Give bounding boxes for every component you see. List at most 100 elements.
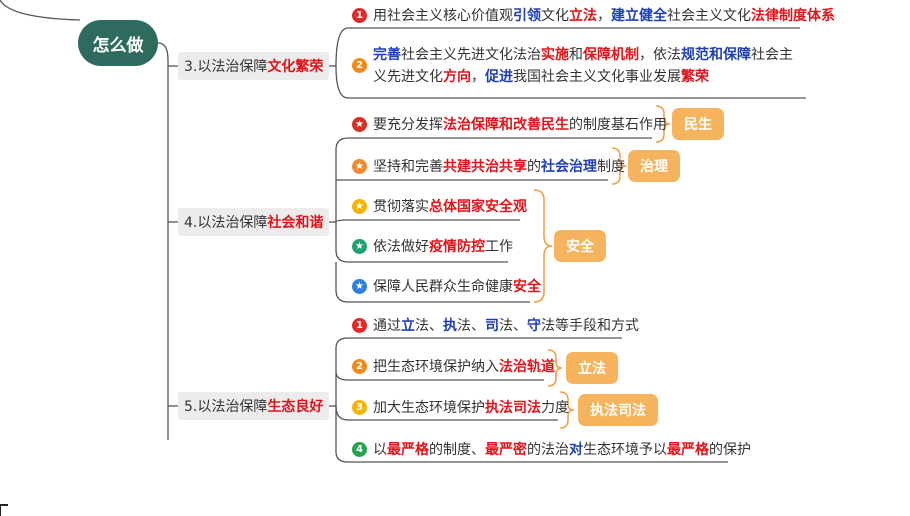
plain-text: 坚持和完善 <box>373 159 443 175</box>
leaf-text: 依法做好疫情防控工作 <box>373 236 513 258</box>
number-2-icon: 2 <box>352 58 367 73</box>
plain-text: 依法做好 <box>373 239 429 255</box>
plain-text: 通过 <box>373 318 401 334</box>
leaf-text: 以最严格的制度、最严密的法治对生态环境予以最严格的保护 <box>373 439 751 461</box>
red-emphasis-text: 实施 <box>541 47 569 63</box>
plain-text: 生态环境予以 <box>583 442 667 458</box>
red-emphasis-text: 法治轨道 <box>499 359 555 375</box>
star-icon: ★ <box>352 199 367 214</box>
plain-text: 法、 <box>457 318 485 334</box>
red-emphasis-text: 立法 <box>569 8 597 24</box>
tag-lifa[interactable]: 立法 <box>566 352 618 384</box>
tag-label: 立法 <box>578 361 606 377</box>
leaf-ecology-2[interactable]: 2 把生态环境保护纳入法治轨道 <box>352 356 555 378</box>
plain-text: 的保护 <box>709 442 751 458</box>
leaf-culture-1[interactable]: 1 用社会主义核心价值观引领文化立法，建立健全社会主义文化法律制度体系 <box>352 5 835 27</box>
blue-emphasis-text: 司 <box>485 318 499 334</box>
tag-label: 安全 <box>566 239 594 255</box>
topic-society-prefix: 4.以法治保障 <box>184 215 268 231</box>
star-icon: ★ <box>352 239 367 254</box>
red-emphasis-text: 法律制度体系 <box>751 8 835 24</box>
tag-minsheng[interactable]: 民生 <box>672 108 724 140</box>
leaf-culture-2[interactable]: 2 完善社会主义先进文化法治实施和保障机制，依法规范和保障社会主义先进文化方向，… <box>352 44 804 88</box>
leaf-text: 完善社会主义先进文化法治实施和保障机制，依法规范和保障社会主义先进文化方向，促进… <box>373 44 804 88</box>
blue-emphasis-text: 建立健全 <box>611 8 667 24</box>
blue-emphasis-text: 执 <box>443 318 457 334</box>
topic-ecology[interactable]: 5.以法治保障生态良好 <box>178 392 330 420</box>
tag-label: 民生 <box>684 117 712 133</box>
tag-label: 治理 <box>640 159 668 175</box>
number-2-icon: 2 <box>352 359 367 374</box>
topic-society[interactable]: 4.以法治保障社会和谐 <box>178 208 330 236</box>
plain-text: 用社会主义核心价值观 <box>373 8 513 24</box>
plain-text: 的制度基石作用 <box>569 117 667 133</box>
plain-text: 社会主义文化 <box>667 8 751 24</box>
tag-label: 执法司法 <box>590 403 646 419</box>
blue-emphasis-text: 立 <box>401 318 415 334</box>
number-1-icon: 1 <box>352 318 367 333</box>
topic-society-em: 社会和谐 <box>267 215 324 231</box>
plain-text: ，依法 <box>639 47 681 63</box>
leaf-society-3[interactable]: ★ 贯彻落实总体国家安全观 <box>352 196 527 218</box>
leaf-ecology-3[interactable]: 3 加大生态环境保护执法司法力度 <box>352 397 569 419</box>
star-icon: ★ <box>352 159 367 174</box>
plain-text: 的法治 <box>527 442 569 458</box>
plain-text: 社会主义先进文化法治 <box>401 47 541 63</box>
leaf-society-4[interactable]: ★ 依法做好疫情防控工作 <box>352 236 513 258</box>
red-emphasis-text: 最严格 <box>667 442 709 458</box>
leaf-text: 通过立法、执法、司法、守法等手段和方式 <box>373 315 639 337</box>
plain-text: 要充分发挥 <box>373 117 443 133</box>
tag-zhifa-sifa[interactable]: 执法司法 <box>578 394 658 426</box>
leaf-ecology-4[interactable]: 4 以最严格的制度、最严密的法治对生态环境予以最严格的保护 <box>352 439 751 461</box>
blue-emphasis-text: 守 <box>527 318 541 334</box>
red-emphasis-text: 繁荣 <box>681 69 709 85</box>
leaf-text: 要充分发挥法治保障和改善民生的制度基石作用 <box>373 114 667 136</box>
root-node[interactable]: 怎么做 <box>78 20 158 66</box>
star-icon: ★ <box>352 117 367 132</box>
leaf-text: 加大生态环境保护执法司法力度 <box>373 397 569 419</box>
blue-emphasis-text: 促进 <box>485 69 513 85</box>
topic-culture[interactable]: 3.以法治保障文化繁荣 <box>178 52 330 80</box>
plain-text: ， <box>471 69 485 85</box>
plain-text: 保障人民群众生命健康 <box>373 279 513 295</box>
plain-text: 法、 <box>415 318 443 334</box>
plain-text: 制度 <box>597 159 625 175</box>
topic-ecology-em: 生态良好 <box>267 399 324 415</box>
leaf-text: 用社会主义核心价值观引领文化立法，建立健全社会主义文化法律制度体系 <box>373 5 835 27</box>
leaf-ecology-1[interactable]: 1 通过立法、执法、司法、守法等手段和方式 <box>352 315 639 337</box>
tag-anquan[interactable]: 安全 <box>554 230 606 262</box>
plain-text: 的 <box>527 159 541 175</box>
plain-text: 以 <box>373 442 387 458</box>
leaf-text: 坚持和完善共建共治共享的社会治理制度 <box>373 156 625 178</box>
red-emphasis-text: 最严密 <box>485 442 527 458</box>
red-emphasis-text: 共建共治共享 <box>443 159 527 175</box>
topic-ecology-prefix: 5.以法治保障 <box>184 399 268 415</box>
red-emphasis-text: 疫情防控 <box>429 239 485 255</box>
leaf-text: 贯彻落实总体国家安全观 <box>373 196 527 218</box>
blue-emphasis-text: 规范和保障 <box>681 47 751 63</box>
tag-zhili[interactable]: 治理 <box>628 150 680 182</box>
red-emphasis-text: 总体国家安全观 <box>429 199 527 215</box>
plain-text: 我国社会主义文化事业发展 <box>513 69 681 85</box>
leaf-society-1[interactable]: ★ 要充分发挥法治保障和改善民生的制度基石作用 <box>352 114 667 136</box>
topic-culture-prefix: 3.以法治保障 <box>184 59 268 75</box>
plain-text: 文化 <box>541 8 569 24</box>
plain-text: 的制度、 <box>429 442 485 458</box>
red-emphasis-text: 法治保障和改善民生 <box>443 117 569 133</box>
red-emphasis-text: 安全 <box>513 279 541 295</box>
plain-text: ， <box>597 8 611 24</box>
number-4-icon: 4 <box>352 442 367 457</box>
blue-emphasis-text: 引领 <box>513 8 541 24</box>
plain-text: 法等手段和方式 <box>541 318 639 334</box>
star-icon: ★ <box>352 279 367 294</box>
plain-text: 贯彻落实 <box>373 199 429 215</box>
red-emphasis-text: 方向 <box>443 69 471 85</box>
leaf-society-2[interactable]: ★ 坚持和完善共建共治共享的社会治理制度 <box>352 156 625 178</box>
leaf-text: 保障人民群众生命健康安全 <box>373 276 541 298</box>
red-emphasis-text: 最严格 <box>387 442 429 458</box>
root-label: 怎么做 <box>92 35 144 56</box>
plain-text: 法、 <box>499 318 527 334</box>
leaf-society-5[interactable]: ★ 保障人民群众生命健康安全 <box>352 276 541 298</box>
blue-emphasis-text: 完善 <box>373 47 401 63</box>
